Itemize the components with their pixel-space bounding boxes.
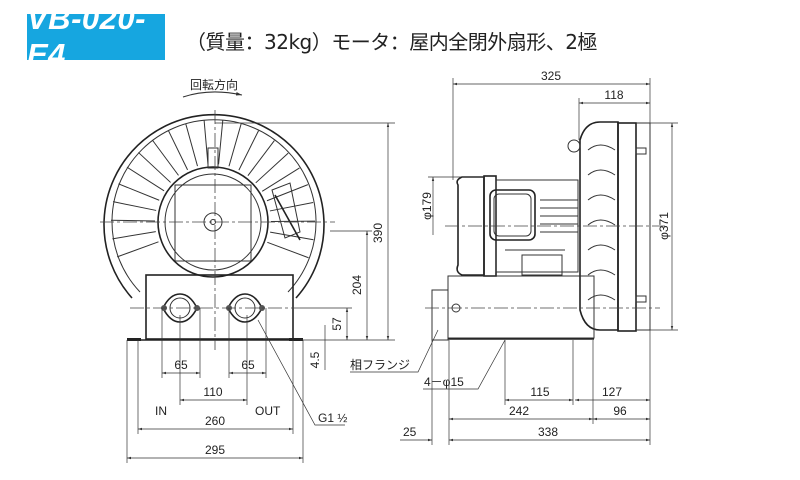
dim-390: 390 xyxy=(371,223,385,243)
housing-rib xyxy=(218,120,224,165)
fan-grille xyxy=(174,184,252,262)
side-base xyxy=(447,275,595,339)
dim-325: 325 xyxy=(541,69,561,83)
spec-description: （質量：32kg）モータ：屋内全閉外扇形、2極 xyxy=(186,30,597,54)
housing-rib xyxy=(255,152,289,184)
motor-terminal-box xyxy=(489,189,536,241)
housing-rib xyxy=(126,166,165,192)
housing-rib xyxy=(238,130,259,171)
housing-rib xyxy=(111,219,156,222)
housing-rib xyxy=(138,152,171,183)
hole-label: 4－φ15 xyxy=(424,375,464,389)
terminal-box xyxy=(271,182,301,239)
housing-rib xyxy=(247,140,275,176)
mating-flange xyxy=(431,289,449,341)
thread-leader xyxy=(257,319,345,426)
out-label: OUT xyxy=(255,404,281,418)
housing-rib xyxy=(151,139,179,176)
base-block xyxy=(145,274,294,340)
side-view: 325 118 φ179 φ371 115 127 242 96 338 25 … xyxy=(350,69,678,445)
housing-rib xyxy=(116,241,159,258)
front-view: 回転方向 xyxy=(100,77,395,463)
dim-127: 127 xyxy=(602,385,622,399)
housing-rib xyxy=(203,120,209,165)
dim-242: 242 xyxy=(509,404,529,418)
housing-rib xyxy=(261,167,300,192)
dim-4-5: 4.5 xyxy=(308,351,322,368)
fan-housing xyxy=(103,113,325,299)
housing-rib xyxy=(228,123,242,167)
housing-rib xyxy=(270,231,314,241)
in-label: IN xyxy=(155,404,167,418)
dim-65-in: 65 xyxy=(174,358,188,372)
dim-115: 115 xyxy=(530,385,549,399)
dim-295: 295 xyxy=(205,443,225,457)
dim-57: 57 xyxy=(330,317,344,331)
dim-phi371: φ371 xyxy=(657,212,671,240)
housing-rib xyxy=(167,130,189,171)
blower-housing xyxy=(567,121,651,332)
flange-label: 相フランジ xyxy=(350,358,410,372)
dim-204: 204 xyxy=(350,275,364,295)
dim-65-out: 65 xyxy=(241,358,255,372)
housing-rib xyxy=(267,241,309,259)
dim-260: 260 xyxy=(205,414,225,428)
dim-phi179: φ179 xyxy=(420,192,434,220)
dim-110: 110 xyxy=(203,385,222,399)
thread-label: G1 ½ xyxy=(318,411,347,425)
rotation-arrow-icon xyxy=(182,91,243,98)
dim-96: 96 xyxy=(613,404,627,418)
housing-rib xyxy=(118,183,160,201)
housing-rib xyxy=(112,201,157,211)
dim-25: 25 xyxy=(403,425,417,439)
housing-rib xyxy=(185,123,198,167)
rotation-label: 回転方向 xyxy=(190,77,238,92)
dim-118: 118 xyxy=(604,88,623,102)
lifting-eye xyxy=(207,147,219,169)
housing-rib xyxy=(112,231,156,240)
dim-338: 338 xyxy=(538,425,558,439)
